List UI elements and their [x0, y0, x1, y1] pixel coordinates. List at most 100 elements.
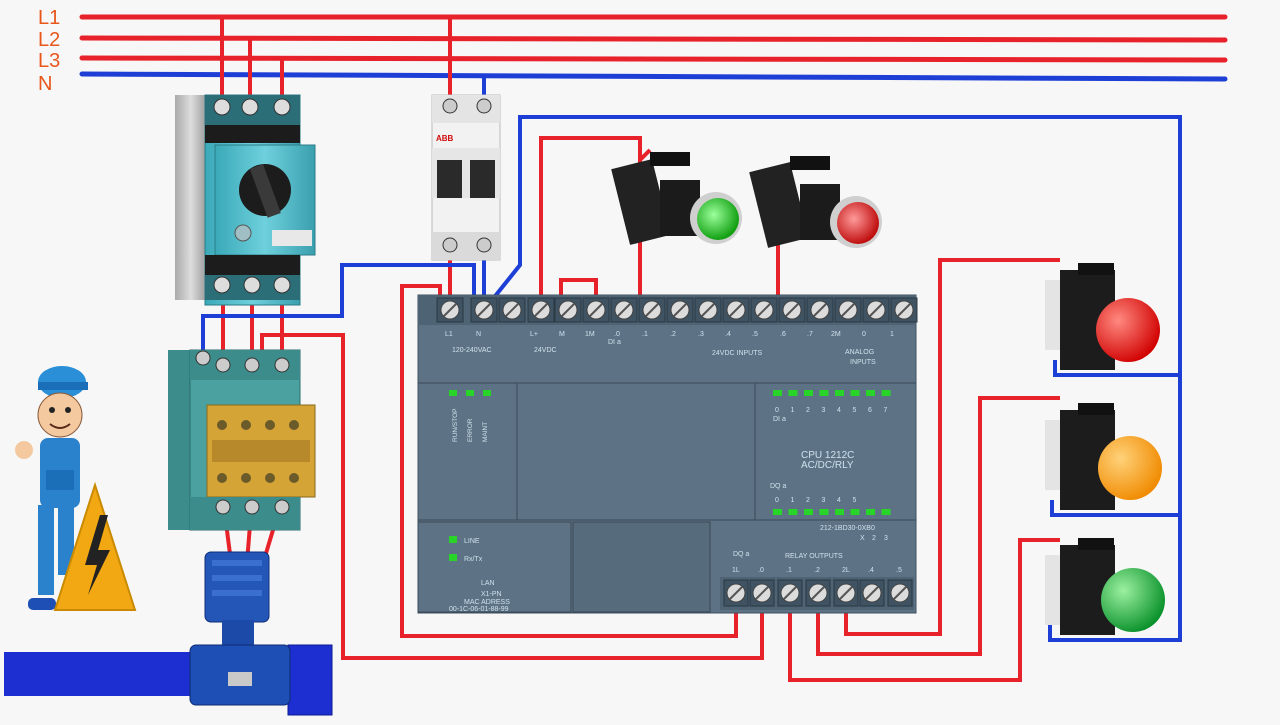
screw-slot [755, 586, 769, 600]
screw-slot [869, 303, 883, 317]
dq-led [804, 509, 813, 515]
dq-number: 5 [853, 497, 857, 504]
screw-slot [865, 586, 879, 600]
plc-terminal-label-n: N [476, 331, 481, 338]
screw-slot [757, 303, 771, 317]
di-number: 5 [853, 407, 857, 414]
plc-terminal-label-lplus: L+ [530, 331, 538, 338]
bus-label-l2: L2 [38, 29, 60, 51]
mpb-terminal-1 [213, 98, 231, 116]
di-led [850, 390, 860, 396]
plc-status-maint: MAINT [482, 422, 489, 442]
dq-led [819, 509, 829, 515]
plc-di-bottom-label: DI a [773, 416, 786, 423]
screw-slot [673, 303, 687, 317]
mpb-terminal-3 [273, 98, 291, 116]
plc-bottom-terminal-label: 2L [842, 567, 850, 574]
dq-led [835, 509, 844, 515]
dq-led [850, 509, 860, 515]
plc-port-label: X1-PN [481, 591, 502, 598]
plc-model-line2: AC/DC/RLY [801, 460, 854, 471]
plc-bottom-terminal-label: 1L [732, 567, 740, 574]
di-number: 7 [884, 407, 888, 414]
dq-number: 0 [775, 497, 779, 504]
plc-terminal-label-l1: L1 [445, 331, 453, 338]
bus-label-n: N [38, 73, 52, 95]
screw-slot [534, 303, 548, 317]
di-number: 6 [868, 407, 872, 414]
plc-lan-label: LAN [481, 580, 495, 587]
screw-slot [617, 303, 631, 317]
plc-terminal-label-i1: .1 [642, 331, 648, 338]
plc-bottom-terminal-label: .4 [868, 567, 874, 574]
dq-led [866, 509, 875, 515]
plc-led-rx-label: Rx/Tx [464, 556, 483, 563]
orange-indicator-lamp [1045, 403, 1162, 510]
status-led [449, 390, 457, 396]
plc-terminal-label-1m: 1M [585, 331, 595, 338]
plc-terminal-label-a0: 0 [862, 331, 866, 338]
plc-di-label: DI a [608, 339, 621, 346]
plc-terminal-label-i5: .5 [752, 331, 758, 338]
plc-analog-label: ANALOG [845, 349, 874, 356]
bus-label-l3: L3 [38, 50, 60, 72]
plc-inputs-label: 24VDC INPUTS [712, 350, 763, 357]
plc-supply-label: 120-240VAC [452, 347, 492, 354]
di-number: 0 [775, 407, 779, 414]
plc-terminal-label-m: M [559, 331, 565, 338]
di-led [881, 390, 891, 396]
plc-top-terminals [436, 297, 918, 323]
screw-slot [841, 303, 855, 317]
plc-bottom-terminal-label: .2 [814, 567, 820, 574]
green-push-button[interactable] [611, 152, 742, 245]
screw-slot [645, 303, 659, 317]
plc-part-number: 212-1BD30-0XB0 [820, 525, 875, 532]
contactor [168, 349, 316, 531]
red-push-button[interactable] [749, 156, 882, 248]
plc-bottom-terminal-label: .1 [786, 567, 792, 574]
dq-number: 2 [806, 497, 810, 504]
plc-dc-label: 24VDC [534, 347, 557, 354]
screw-slot [701, 303, 715, 317]
screw-slot [897, 303, 911, 317]
dq-led [788, 509, 798, 515]
plc-bottom-terminal-label: .0 [758, 567, 764, 574]
plc-mac-value: 00-1C-06-01-88-99 [449, 606, 509, 613]
di-led [835, 390, 844, 396]
screw-slot [783, 586, 797, 600]
screw-slot [589, 303, 603, 317]
dq-number: 3 [822, 497, 826, 504]
plc-terminal-label-a1: 1 [890, 331, 894, 338]
rx-led [449, 554, 457, 561]
status-led [483, 390, 491, 396]
dq-led [773, 509, 782, 515]
plc-led-line-label: LINE [464, 538, 480, 545]
screw-slot [729, 586, 743, 600]
plc-version-x: X [860, 535, 865, 542]
bus-n [79, 71, 1228, 82]
plc-terminal-label-i6: .6 [780, 331, 786, 338]
motor-protection-breaker [175, 94, 316, 306]
bus-l3 [79, 55, 1228, 63]
screw-slot [477, 303, 491, 317]
plc-version-3: 3 [884, 535, 888, 542]
bus-labels: L1 L2 L3 N [38, 7, 60, 95]
di-number: 1 [791, 407, 795, 414]
bus-label-l1: L1 [38, 7, 60, 29]
bus-l2 [79, 35, 1228, 43]
dq-number: 1 [791, 497, 795, 504]
screw-slot [561, 303, 575, 317]
plc-version-2: 2 [872, 535, 876, 542]
red-indicator-lamp [1045, 263, 1160, 370]
di-number: 4 [837, 407, 841, 414]
dq-led [881, 509, 891, 515]
di-number: 2 [806, 407, 810, 414]
plc-terminal-label-i4: .4 [725, 331, 731, 338]
di-number: 3 [822, 407, 826, 414]
circuit-breaker: ABB [431, 94, 501, 261]
plc-terminal-label-i0: .0 [614, 331, 620, 338]
